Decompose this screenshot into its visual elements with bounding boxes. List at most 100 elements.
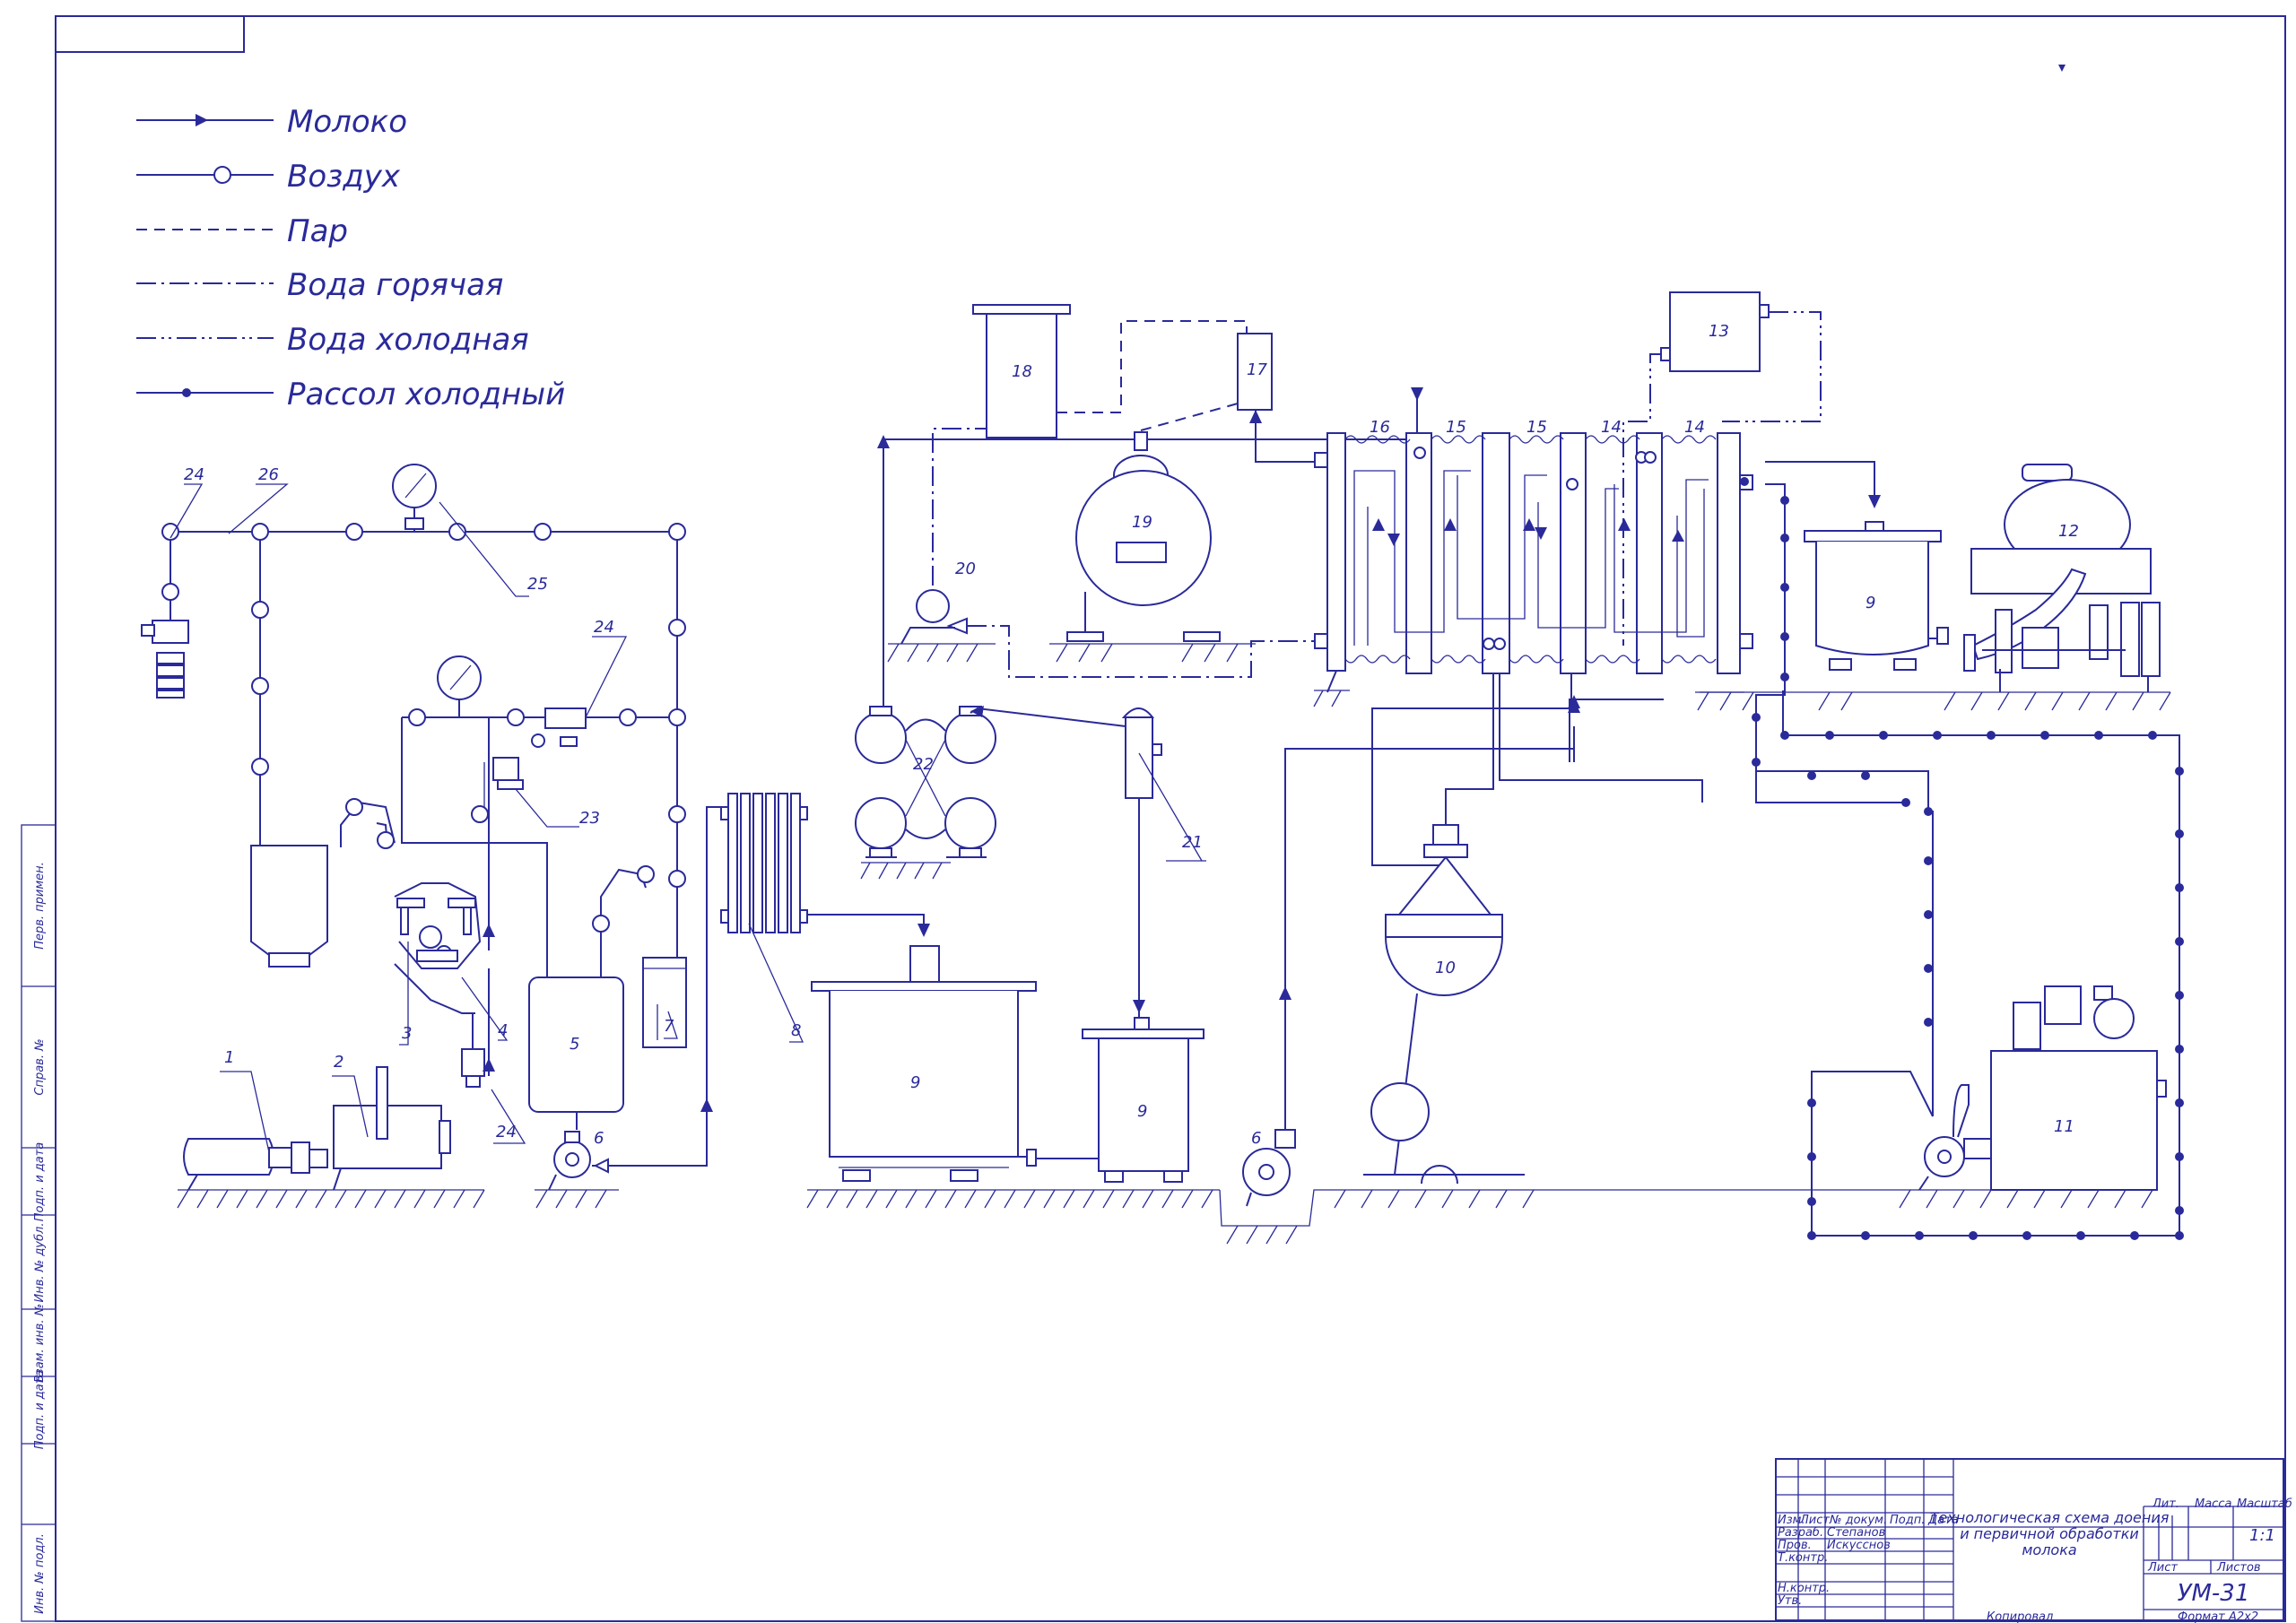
title-block: Изм. Лист № докум. Подп. Дата Разраб. Ст… xyxy=(1775,1458,2292,1623)
tb-title-line-2: и первичной обработки xyxy=(1960,1525,2139,1542)
legend-hot-water: Вода горячая xyxy=(287,267,503,303)
vacuum-unit-22 xyxy=(855,387,1423,858)
tb-mass-label: Масса xyxy=(2195,1497,2231,1511)
tb-title-line-1: Технологическая схема доения xyxy=(1930,1509,2170,1526)
label-11: 11 xyxy=(2054,1117,2074,1136)
drawing-frame: Перв. примен. Справ. № Подп. и дата Инв.… xyxy=(21,15,2286,1622)
tb-lit-label: Лит. xyxy=(2152,1497,2179,1511)
label-1: 1 xyxy=(224,1048,234,1067)
vacuum-regulator-middle xyxy=(531,707,587,748)
label-18: 18 xyxy=(1012,362,1032,381)
side-stamp-5: Взам. инв. № xyxy=(33,1304,47,1383)
label-24-top: 24 xyxy=(184,465,204,484)
vacuum-gauge-top xyxy=(392,464,437,532)
vacuum-balloon xyxy=(250,845,328,968)
label-20: 20 xyxy=(955,560,976,578)
brine-circuit xyxy=(1752,483,2184,1240)
vacuum-pump-2 xyxy=(309,1066,451,1191)
storage-tank-9-small xyxy=(1082,1017,1205,1183)
label-8: 8 xyxy=(791,1021,801,1040)
milking-unit xyxy=(394,882,495,1088)
label-15-a: 15 xyxy=(1446,418,1466,437)
tb-role-ncontrol: Н.контр. xyxy=(1778,1582,1830,1595)
label-9-right: 9 xyxy=(1866,594,1875,612)
label-13: 13 xyxy=(1709,322,1729,341)
tb-col-list: Лист xyxy=(1799,1514,1830,1527)
tb-col-date: Дата xyxy=(1927,1514,1959,1527)
tb-title-line-3: молока xyxy=(2022,1541,2076,1558)
tb-role-developer: Разраб. xyxy=(1778,1526,1823,1540)
legend-air: Воздух xyxy=(287,159,401,195)
circle-icon xyxy=(213,166,231,184)
corner-mark-icon xyxy=(2058,65,2066,72)
tb-col-doc: № докум. xyxy=(1829,1514,1887,1527)
tb-name-checker: Искусснов xyxy=(1827,1539,1891,1552)
label-25: 25 xyxy=(527,575,548,594)
steam-boiler-19 xyxy=(1066,403,1239,642)
label-22: 22 xyxy=(913,755,934,774)
separator-10 xyxy=(1363,673,1703,1185)
label-2: 2 xyxy=(334,1053,344,1072)
label-5: 5 xyxy=(570,1035,579,1054)
legend-brine: Рассол холодный xyxy=(287,377,565,412)
side-stamp-4: Инв. № дубл. xyxy=(33,1223,47,1303)
storage-tank-9-right xyxy=(1765,461,1949,671)
milk-tanker-12 xyxy=(1963,464,2161,692)
label-6-left: 6 xyxy=(594,1129,604,1148)
tb-sheet-label: Лист xyxy=(2147,1561,2178,1575)
water-pump-20 xyxy=(900,428,1314,678)
motor-1 xyxy=(183,1138,310,1191)
tb-col-izm: Изм. xyxy=(1778,1514,1805,1527)
label-24-mid: 24 xyxy=(594,618,614,637)
milk-pump-6-right xyxy=(1242,695,1580,1207)
label-6-right: 6 xyxy=(1251,1129,1261,1148)
legend: Молоко Воздух Пар Вода горячая Вода холо… xyxy=(136,104,565,412)
vacuum-gauge-middle xyxy=(437,655,482,717)
label-26: 26 xyxy=(258,465,279,484)
tb-role-tcontrol: Т.контр. xyxy=(1778,1551,1828,1565)
tb-role-approved: Утв. xyxy=(1778,1594,1802,1608)
side-stamp-2: Справ. № xyxy=(33,1038,47,1095)
legend-steam: Пар xyxy=(287,213,348,249)
air-node-markers xyxy=(161,523,686,933)
label-14-b: 14 xyxy=(1684,418,1705,437)
vacuum-valve-23 xyxy=(483,757,524,807)
water-heater-17 xyxy=(1237,333,1314,463)
label-15-b: 15 xyxy=(1526,418,1547,437)
label-10: 10 xyxy=(1435,959,1456,977)
tb-format-value: А2х2 xyxy=(2228,1610,2258,1623)
label-23: 23 xyxy=(579,809,600,828)
tb-copied-label: Копировал xyxy=(1987,1610,2053,1623)
label-9-small: 9 xyxy=(1137,1102,1147,1121)
label-17: 17 xyxy=(1247,360,1267,379)
label-21: 21 xyxy=(1182,833,1203,852)
label-19: 19 xyxy=(1132,513,1152,532)
label-14-a: 14 xyxy=(1601,418,1622,437)
tb-scale-label: Масштаб xyxy=(2237,1497,2292,1511)
safety-trap-7 xyxy=(642,957,687,1048)
vacuum-line xyxy=(161,523,686,977)
air-filter-21 xyxy=(1121,707,1206,1018)
label-4: 4 xyxy=(498,1021,508,1040)
side-stamp-1: Перв. примен. xyxy=(33,862,47,950)
side-stamp-7: Инв. № подл. xyxy=(33,1533,47,1614)
tb-col-sign: Подп. xyxy=(1890,1514,1925,1527)
label-9-large: 9 xyxy=(910,1073,920,1092)
ground-hatching xyxy=(177,643,2171,1245)
component-labels: 1 2 3 4 5 6 6 7 8 9 9 9 10 11 12 13 14 1… xyxy=(170,322,2079,1153)
tb-format-label: Формат xyxy=(2178,1610,2225,1623)
plate-cooler-8 xyxy=(706,793,930,1098)
side-stamp-6: Подп. и дата xyxy=(33,1370,47,1450)
tb-designation: УМ-31 xyxy=(2178,1580,2250,1607)
label-16: 16 xyxy=(1370,418,1390,437)
side-stamp-3: Подп. и дата xyxy=(33,1142,47,1222)
water-tank-18 xyxy=(972,304,1248,438)
tb-name-developer: Степанов xyxy=(1827,1526,1885,1540)
milk-collector-5 xyxy=(528,971,624,1130)
tb-scale-value: 1:1 xyxy=(2249,1526,2275,1545)
plate-pasteurizer xyxy=(1314,432,1753,693)
label-12: 12 xyxy=(2058,522,2079,541)
label-3: 3 xyxy=(402,1024,412,1043)
milk-pump-6-left xyxy=(548,1098,713,1191)
